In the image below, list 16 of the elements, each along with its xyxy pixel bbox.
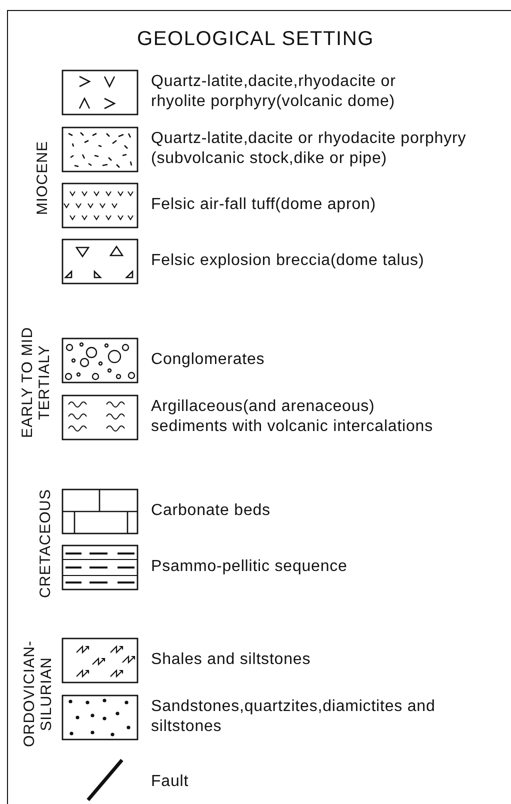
period-label: CRETACEOUS xyxy=(36,487,54,600)
legend-text: Felsic air-fall tuff(dome apron) xyxy=(151,195,378,215)
legend-text: Shales and siltstones xyxy=(151,650,312,670)
legend-title: GEOLOGICAL SETTING xyxy=(136,28,376,51)
legend-text: Psammo-pellitic sequence xyxy=(151,557,348,577)
legend-text: Carbonate beds xyxy=(151,501,272,521)
legend-text: Argillaceous(and arenaceous) sediments with volcanic intercalations xyxy=(151,397,434,437)
legend-text: Quartz-latite,dacite or rhyodacite porphyry (subvolcanic stock,dike or pipe) xyxy=(151,129,468,169)
legend-text: Conglomerates xyxy=(151,350,266,370)
period-label: ORDOVICIAN-SILURIAN xyxy=(21,640,55,750)
legend-text: Sandstones,quartzites,diamictites and siltstones xyxy=(151,697,436,737)
legend-text: Quartz-latite,dacite,rhyodacite or rhyolite porphyry(volcanic dome) xyxy=(151,72,397,112)
period-label: EARLY TO MID TERTIALY xyxy=(19,325,53,440)
legend-text: Felsic explosion breccia(dome talus) xyxy=(151,251,426,271)
period-label: MIOCENE xyxy=(34,140,50,218)
legend-text: Fault xyxy=(151,772,190,792)
